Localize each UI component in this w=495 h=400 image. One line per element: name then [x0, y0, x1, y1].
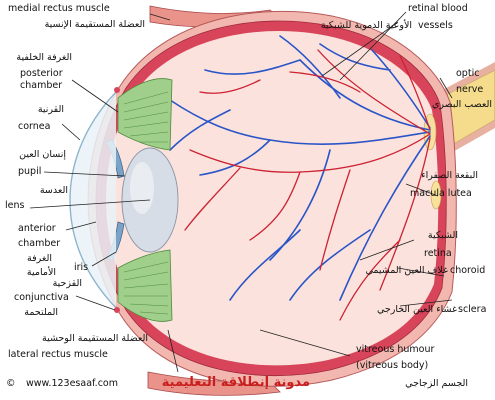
blog-caption: مدونة إنطلاقة التعليمية — [162, 375, 310, 390]
label-conjunctiva-ar: الملتحمة — [24, 307, 58, 318]
lens-highlight — [130, 162, 154, 214]
label-conjunctiva-en: conjunctiva — [14, 292, 69, 303]
label-pupil-en: pupil — [18, 166, 41, 177]
cornea — [70, 92, 116, 308]
label-vitreous-ar: الجسم الزجاجي — [405, 378, 468, 389]
label-optic-nerve-ar: العصب البصري — [432, 99, 492, 110]
label-optic-nerve-en-1: optic — [456, 68, 479, 79]
label-vitreous-en-1: vitreous humour — [356, 344, 434, 355]
label-optic-nerve-en-2: nerve — [456, 84, 483, 95]
label-sclera-en: sclera — [458, 304, 486, 315]
label-posterior-chamber-en-2: chamber — [20, 80, 62, 91]
label-choroid-ar: غلاف العين المشيمي — [365, 265, 448, 276]
label-macula-en: macula lutea — [410, 188, 472, 199]
label-retinal-vessels-ar: الأوعية الدموية للشبكية — [321, 19, 412, 31]
label-vitreous-en-2: (vitreous body) — [356, 360, 428, 371]
label-retina-ar: الشبكية — [428, 230, 458, 241]
label-retina-en: retina — [424, 248, 452, 259]
label-retinal-vessels-en-2: vessels — [418, 20, 453, 31]
label-medial-rectus-ar: العضلة المستقيمة الإنسية — [45, 19, 145, 30]
label-anterior-chamber-ar-1: الغرفة — [27, 253, 52, 264]
label-lens-en: lens — [5, 200, 25, 211]
copyright-symbol: © — [6, 378, 16, 389]
label-macula-ar: البقعة الصفراء — [421, 170, 478, 181]
label-sclera-ar: غشاء العين الخارجي — [377, 304, 457, 315]
label-anterior-chamber-en-2: chamber — [18, 238, 60, 249]
label-retinal-vessels-en-1: retinal blood — [408, 3, 468, 14]
label-lateral-rectus-ar: العضلة المستقيمة الوحشية — [42, 333, 148, 344]
label-anterior-chamber-en-1: anterior — [18, 223, 56, 234]
label-cornea-ar: القرنية — [38, 104, 64, 115]
label-medial-rectus-en: medial rectus muscle — [8, 3, 110, 14]
label-posterior-chamber-ar: الغرفة الخلفية — [16, 52, 72, 63]
conjunctiva-dot — [114, 87, 120, 93]
label-posterior-chamber-en-1: posterior — [20, 68, 63, 79]
label-lens-ar: العدسة — [40, 185, 68, 196]
label-pupil-ar: إنسان العين — [19, 149, 66, 160]
website-url: www.123esaaf.com — [26, 378, 118, 389]
label-cornea-en: cornea — [18, 121, 50, 132]
label-choroid-en: choroid — [450, 265, 485, 276]
label-iris-en: iris — [74, 262, 88, 273]
label-iris-ar: القزحية — [53, 278, 82, 289]
label-lateral-rectus-en: lateral rectus muscle — [8, 349, 108, 360]
label-anterior-chamber-ar-2: الأمامية — [27, 266, 56, 278]
